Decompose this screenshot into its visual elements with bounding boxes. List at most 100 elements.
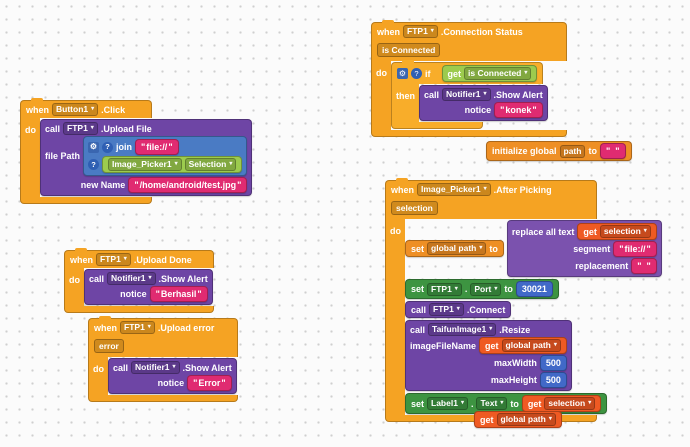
set-global-path-block[interactable]: set global path to bbox=[405, 240, 504, 257]
number-block-30021[interactable]: 30021 bbox=[515, 281, 553, 297]
get-selection-block[interactable]: get selection bbox=[577, 223, 657, 240]
text-block-file-scheme[interactable]: file:// bbox=[135, 139, 179, 155]
text-block-berhasil[interactable]: Berhasil bbox=[149, 286, 208, 302]
empty-text-block[interactable] bbox=[631, 258, 657, 274]
initialize-global-block[interactable]: initialize global path to bbox=[486, 141, 632, 161]
call-keyword: call bbox=[45, 123, 61, 134]
event-header[interactable]: when FTP1 .Connection Status bbox=[371, 20, 567, 40]
get-keyword: get bbox=[485, 340, 499, 351]
gear-icon[interactable]: ⚙ bbox=[397, 68, 408, 79]
variable-dropdown-global-path[interactable]: global path bbox=[501, 339, 561, 352]
component-dropdown-ftp1[interactable]: FTP1 bbox=[427, 282, 462, 296]
set-label1-text-block[interactable]: set Label1 . Text to get selection bbox=[405, 393, 608, 414]
floating-get-global-path-block[interactable]: get global path bbox=[474, 411, 562, 428]
gear-icon[interactable]: ⚙ bbox=[88, 141, 100, 153]
to-keyword: to bbox=[504, 284, 513, 294]
when-ftp1-upload-error-block[interactable]: when FTP1 .Upload error error do call No… bbox=[88, 316, 238, 402]
initialize-global-path-block[interactable]: initialize global path to bbox=[486, 141, 632, 161]
replace-all-text-label: replace all text bbox=[511, 226, 575, 237]
text-block-file-scheme[interactable]: file:// bbox=[613, 241, 657, 257]
event-header[interactable]: when Image_Picker1 .After Picking bbox=[385, 178, 597, 198]
help-icon[interactable]: ? bbox=[411, 68, 422, 79]
help-icon[interactable]: ? bbox=[88, 159, 100, 170]
component-dropdown-ftp1[interactable]: FTP1 bbox=[96, 253, 131, 266]
component-dropdown-taifunimage1[interactable]: TaifunImage1 bbox=[428, 323, 497, 336]
empty-text-block[interactable] bbox=[599, 143, 626, 159]
image-picker1-selection-getter-block[interactable]: Image_Picker1 Selection bbox=[102, 156, 243, 173]
component-dropdown-notifier1[interactable]: Notifier1 bbox=[442, 88, 491, 101]
do-keyword: do bbox=[93, 364, 104, 374]
get-is-connected-block[interactable]: get is Connected bbox=[441, 65, 538, 82]
dot-separator: . bbox=[464, 284, 468, 294]
file-path-arg-label: file Path bbox=[45, 151, 81, 161]
segment-arg-label: segment bbox=[573, 244, 611, 254]
component-dropdown-ftp1[interactable]: FTP1 bbox=[403, 25, 438, 38]
param-badge-error[interactable]: error bbox=[94, 339, 124, 353]
call-keyword: call bbox=[411, 304, 427, 315]
property-dropdown-text[interactable]: Text bbox=[476, 397, 508, 410]
call-notifier1-show-alert-block[interactable]: call Notifier1 .Show Alert notice Berhas… bbox=[84, 269, 213, 305]
get-global-path-block[interactable]: get global path bbox=[474, 411, 562, 428]
variable-dropdown-selection[interactable]: selection bbox=[599, 225, 651, 238]
call-taifunimage1-resize-block[interactable]: call TaifunImage1 .Resize imageFileName … bbox=[405, 320, 572, 391]
help-icon[interactable]: ? bbox=[102, 141, 114, 153]
do-spine: do bbox=[64, 268, 84, 306]
call-notifier1-show-alert-block[interactable]: call Notifier1 .Show Alert notice konek bbox=[419, 85, 548, 121]
get-global-path-block[interactable]: get global path bbox=[479, 337, 567, 354]
param-badge-selection[interactable]: selection bbox=[391, 201, 438, 215]
component-dropdown-notifier1[interactable]: Notifier1 bbox=[131, 361, 180, 374]
method-name-label: .Show Alert bbox=[182, 362, 232, 373]
do-keyword: do bbox=[69, 275, 80, 285]
when-keyword: when bbox=[26, 104, 50, 115]
param-badge-is-connected[interactable]: is Connected bbox=[377, 43, 441, 57]
number-block-500-width[interactable]: 500 bbox=[539, 355, 567, 371]
get-keyword: get bbox=[480, 414, 494, 425]
text-block-konek[interactable]: konek bbox=[494, 102, 543, 118]
event-header[interactable]: when FTP1 .Upload Done bbox=[64, 248, 214, 268]
when-ftp1-connection-status-block[interactable]: when FTP1 .Connection Status is Connecte… bbox=[371, 20, 567, 137]
when-ftp1-upload-done-block[interactable]: when FTP1 .Upload Done do call Notifier1… bbox=[64, 248, 214, 313]
global-variable-name[interactable]: path bbox=[559, 144, 586, 158]
number-block-500-height[interactable]: 500 bbox=[539, 372, 567, 388]
event-name-label: .Connection Status bbox=[440, 26, 523, 37]
text-block-upload-path[interactable]: /home/android/test.jpg bbox=[128, 177, 248, 193]
notice-arg-label: notice bbox=[464, 105, 492, 115]
variable-dropdown-selection[interactable]: selection bbox=[544, 397, 596, 410]
call-ftp1-upload-file-block[interactable]: call FTP1 .Upload File file Path ⚙ ? joi… bbox=[40, 119, 253, 196]
property-dropdown-selection[interactable]: Selection bbox=[184, 158, 237, 171]
join-block[interactable]: ⚙ ? join file:// ? Image_Picker1 Select bbox=[83, 136, 248, 176]
component-dropdown-ftp1[interactable]: FTP1 bbox=[63, 122, 98, 135]
event-header[interactable]: when FTP1 .Upload error bbox=[88, 316, 238, 336]
method-name-label: .Show Alert bbox=[158, 273, 208, 284]
set-ftp1-port-block[interactable]: set FTP1 . Port to 30021 bbox=[405, 279, 559, 299]
component-dropdown-ftp1[interactable]: FTP1 bbox=[429, 303, 464, 316]
component-dropdown-notifier1[interactable]: Notifier1 bbox=[107, 272, 156, 285]
if-header[interactable]: ⚙ ? if get is Connected bbox=[391, 60, 544, 84]
component-dropdown-ftp1[interactable]: FTP1 bbox=[120, 321, 155, 334]
set-ftp1-port-statement: set FTP1 . Port to 30021 bbox=[405, 279, 559, 299]
text-value: Error bbox=[198, 378, 221, 388]
text-value: file:// bbox=[624, 244, 646, 254]
call-notifier1-show-alert-block[interactable]: call Notifier1 .Show Alert notice Error bbox=[108, 358, 237, 394]
component-dropdown-image-picker1[interactable]: Image_Picker1 bbox=[417, 183, 491, 196]
variable-dropdown-global-path[interactable]: global path bbox=[427, 242, 487, 255]
when-button1-click-block[interactable]: when Button1 .Click do call FTP1 .Upload… bbox=[20, 98, 253, 204]
get-selection-block[interactable]: get selection bbox=[521, 395, 602, 412]
replace-all-text-block[interactable]: replace all text get selection segment f… bbox=[506, 220, 662, 277]
variable-dropdown-is-connected[interactable]: is Connected bbox=[464, 67, 532, 80]
call-ftp1-connect-block[interactable]: call FTP1 .Connect bbox=[405, 301, 512, 318]
text-block-error[interactable]: Error bbox=[187, 375, 232, 391]
when-image-picker1-after-picking-block[interactable]: when Image_Picker1 .After Picking select… bbox=[385, 178, 662, 422]
get-keyword: get bbox=[527, 398, 542, 409]
component-dropdown-image-picker1[interactable]: Image_Picker1 bbox=[108, 158, 182, 171]
if-block[interactable]: ⚙ ? if get is Connected then bbox=[391, 60, 548, 129]
event-header[interactable]: when Button1 .Click bbox=[20, 98, 152, 118]
get-keyword: get bbox=[583, 226, 597, 237]
variable-dropdown-global-path[interactable]: global path bbox=[496, 413, 556, 426]
property-dropdown-port[interactable]: Port bbox=[470, 282, 502, 296]
set-keyword: set bbox=[411, 398, 425, 409]
get-keyword: get bbox=[447, 68, 462, 79]
component-dropdown-button1[interactable]: Button1 bbox=[52, 103, 99, 116]
component-dropdown-label1[interactable]: Label1 bbox=[427, 397, 468, 410]
